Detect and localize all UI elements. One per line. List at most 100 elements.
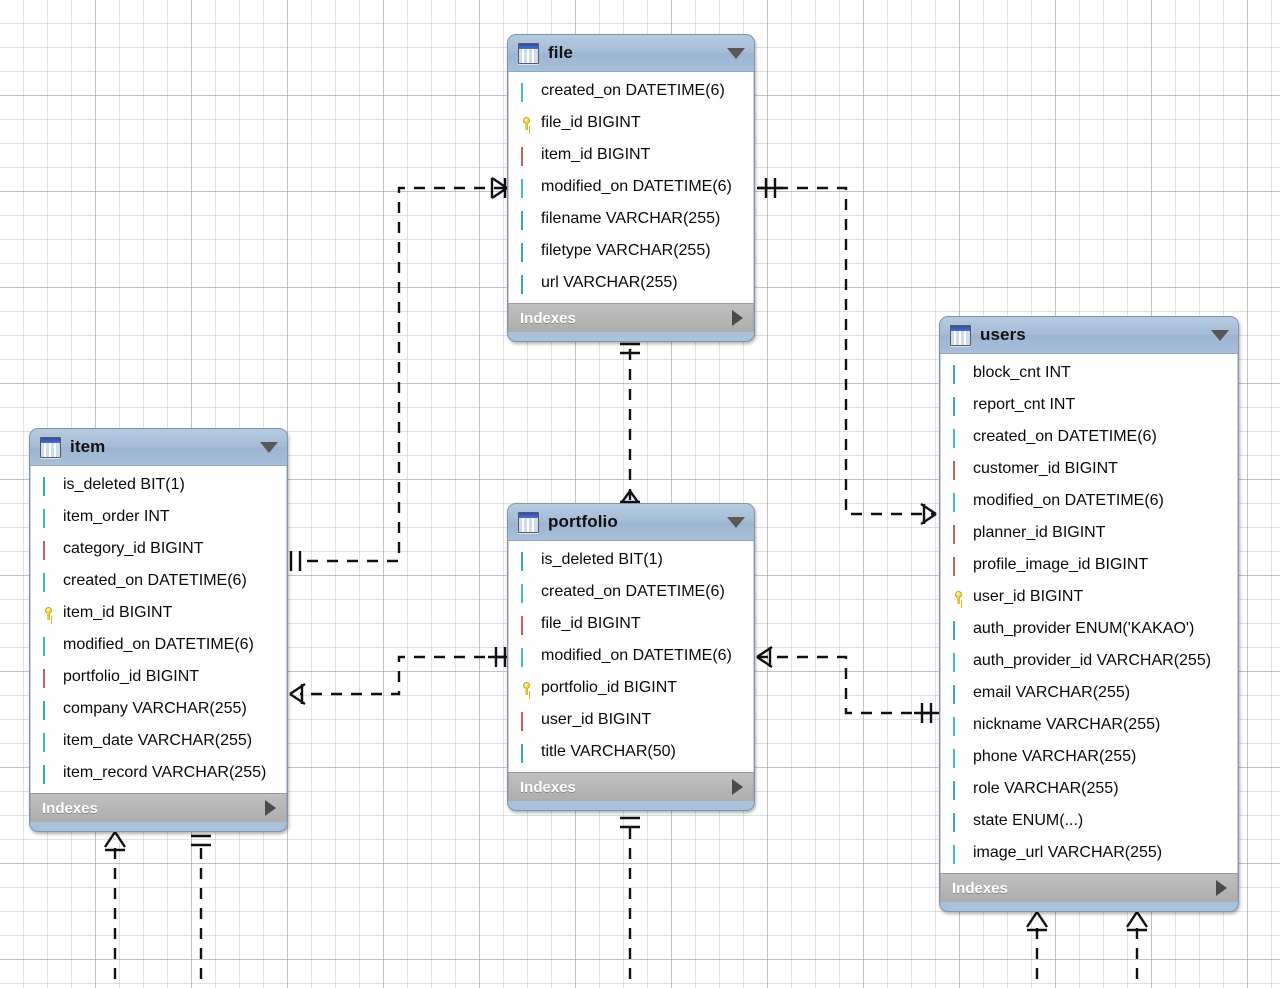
indexes-section-item[interactable]: Indexes [30, 793, 287, 822]
column-label: title VARCHAR(50) [541, 743, 676, 760]
column-row[interactable]: company VARCHAR(255) [31, 693, 286, 725]
column-row[interactable]: planner_id BIGINT [941, 517, 1237, 549]
column-row[interactable]: created_on DATETIME(6) [31, 565, 286, 597]
column-list: is_deleted BIT(1)created_on DATETIME(6) f… [508, 541, 754, 772]
column-row[interactable]: auth_provider ENUM('KAKAO') [941, 613, 1237, 645]
chevron-down-icon[interactable] [1211, 329, 1229, 341]
column-row[interactable]: title VARCHAR(50) [509, 736, 753, 768]
column-label: profile_image_id BIGINT [973, 556, 1149, 573]
column-row[interactable]: block_cnt INT [941, 357, 1237, 389]
diamond-nullable-icon [519, 178, 534, 198]
column-row[interactable]: item_id BIGINT [509, 139, 753, 171]
diamond-not-null-icon [41, 764, 56, 784]
column-label: user_id BIGINT [973, 588, 1084, 605]
chevron-right-icon[interactable] [1216, 880, 1227, 896]
column-label: report_cnt INT [973, 396, 1076, 413]
column-row[interactable]: created_on DATETIME(6) [509, 75, 753, 107]
chevron-down-icon[interactable] [727, 47, 745, 59]
table-header-users[interactable]: users [940, 317, 1238, 354]
table-header-file[interactable]: file [508, 35, 754, 72]
column-label: planner_id BIGINT [973, 524, 1106, 541]
diamond-not-null-icon [951, 684, 966, 704]
column-row[interactable]: modified_on DATETIME(6) [509, 640, 753, 672]
column-row[interactable]: item_date VARCHAR(255) [31, 725, 286, 757]
indexes-section-file[interactable]: Indexes [508, 303, 754, 332]
link-file-users [757, 186, 936, 516]
column-row[interactable]: image_url VARCHAR(255) [941, 837, 1237, 869]
column-label: url VARCHAR(255) [541, 274, 678, 291]
indexes-section-users[interactable]: Indexes [940, 873, 1238, 902]
column-label: modified_on DATETIME(6) [63, 636, 254, 653]
column-label: item_id BIGINT [541, 146, 651, 163]
column-row[interactable]: auth_provider_id VARCHAR(255) [941, 645, 1237, 677]
column-row[interactable]: phone VARCHAR(255) [941, 741, 1237, 773]
column-label: image_url VARCHAR(255) [973, 844, 1163, 861]
diamond-foreign-key-icon [519, 146, 534, 166]
column-row[interactable]: profile_image_id BIGINT [941, 549, 1237, 581]
chevron-down-icon[interactable] [260, 441, 278, 453]
column-label: modified_on DATETIME(6) [541, 178, 732, 195]
column-label: file_id BIGINT [541, 615, 641, 632]
column-row[interactable]: created_on DATETIME(6) [941, 421, 1237, 453]
indexes-label: Indexes [520, 309, 576, 327]
diamond-nullable-icon [519, 82, 534, 102]
column-row[interactable]: item_id BIGINT [31, 597, 286, 629]
link-portfolio-item [300, 655, 505, 696]
diamond-nullable-icon [41, 572, 56, 592]
column-row[interactable]: item_order INT [31, 501, 286, 533]
crowsfoot-portfolio-right [756, 646, 773, 668]
column-row[interactable]: user_id BIGINT [941, 581, 1237, 613]
column-row[interactable]: modified_on DATETIME(6) [509, 171, 753, 203]
column-label: filetype VARCHAR(255) [541, 242, 711, 259]
column-label: created_on DATETIME(6) [541, 82, 725, 99]
indexes-section-portfolio[interactable]: Indexes [508, 772, 754, 801]
column-row[interactable]: category_id BIGINT [31, 533, 286, 565]
crowsfoot-item-bottom-left [104, 831, 126, 852]
table-header-portfolio[interactable]: portfolio [508, 504, 754, 541]
diamond-not-null-icon [519, 743, 534, 763]
column-row[interactable]: file_id BIGINT [509, 608, 753, 640]
column-row[interactable]: url VARCHAR(255) [509, 267, 753, 299]
column-row[interactable]: file_id BIGINT [509, 107, 753, 139]
column-row[interactable]: is_deleted BIT(1) [509, 544, 753, 576]
column-label: block_cnt INT [973, 364, 1071, 381]
column-row[interactable]: modified_on DATETIME(6) [31, 629, 286, 661]
column-label: company VARCHAR(255) [63, 700, 247, 717]
column-label: file_id BIGINT [541, 114, 641, 131]
diamond-nullable-icon [951, 716, 966, 736]
column-row[interactable]: nickname VARCHAR(255) [941, 709, 1237, 741]
column-row[interactable]: customer_id BIGINT [941, 453, 1237, 485]
column-row[interactable]: role VARCHAR(255) [941, 773, 1237, 805]
table-file[interactable]: file created_on DATETIME(6) file_id BIGINT… [507, 34, 755, 342]
chevron-right-icon[interactable] [732, 779, 743, 795]
column-row[interactable]: state ENUM(...) [941, 805, 1237, 837]
tick-users-left-lower [914, 703, 939, 723]
column-row[interactable]: created_on DATETIME(6) [509, 576, 753, 608]
column-row[interactable]: modified_on DATETIME(6) [941, 485, 1237, 517]
diamond-nullable-icon [951, 428, 966, 448]
diamond-foreign-key-icon [951, 524, 966, 544]
diamond-nullable-icon [951, 652, 966, 672]
table-header-item[interactable]: item [30, 429, 287, 466]
column-row[interactable]: user_id BIGINT [509, 704, 753, 736]
chevron-right-icon[interactable] [265, 800, 276, 816]
column-row[interactable]: item_record VARCHAR(255) [31, 757, 286, 789]
column-label: user_id BIGINT [541, 711, 652, 728]
column-row[interactable]: portfolio_id BIGINT [31, 661, 286, 693]
chevron-down-icon[interactable] [727, 516, 745, 528]
table-users[interactable]: users block_cnt INT report_cnt INT created_… [939, 316, 1239, 912]
column-row[interactable]: filename VARCHAR(255) [509, 203, 753, 235]
crowsfoot-users-bottom-right [1126, 911, 1148, 932]
column-row[interactable]: is_deleted BIT(1) [31, 469, 286, 501]
chevron-right-icon[interactable] [732, 310, 743, 326]
column-row[interactable]: filetype VARCHAR(255) [509, 235, 753, 267]
link-portfolio-users [757, 655, 936, 715]
diamond-not-null-icon [951, 364, 966, 384]
column-row[interactable]: portfolio_id BIGINT [509, 672, 753, 704]
column-row[interactable]: report_cnt INT [941, 389, 1237, 421]
column-row[interactable]: email VARCHAR(255) [941, 677, 1237, 709]
